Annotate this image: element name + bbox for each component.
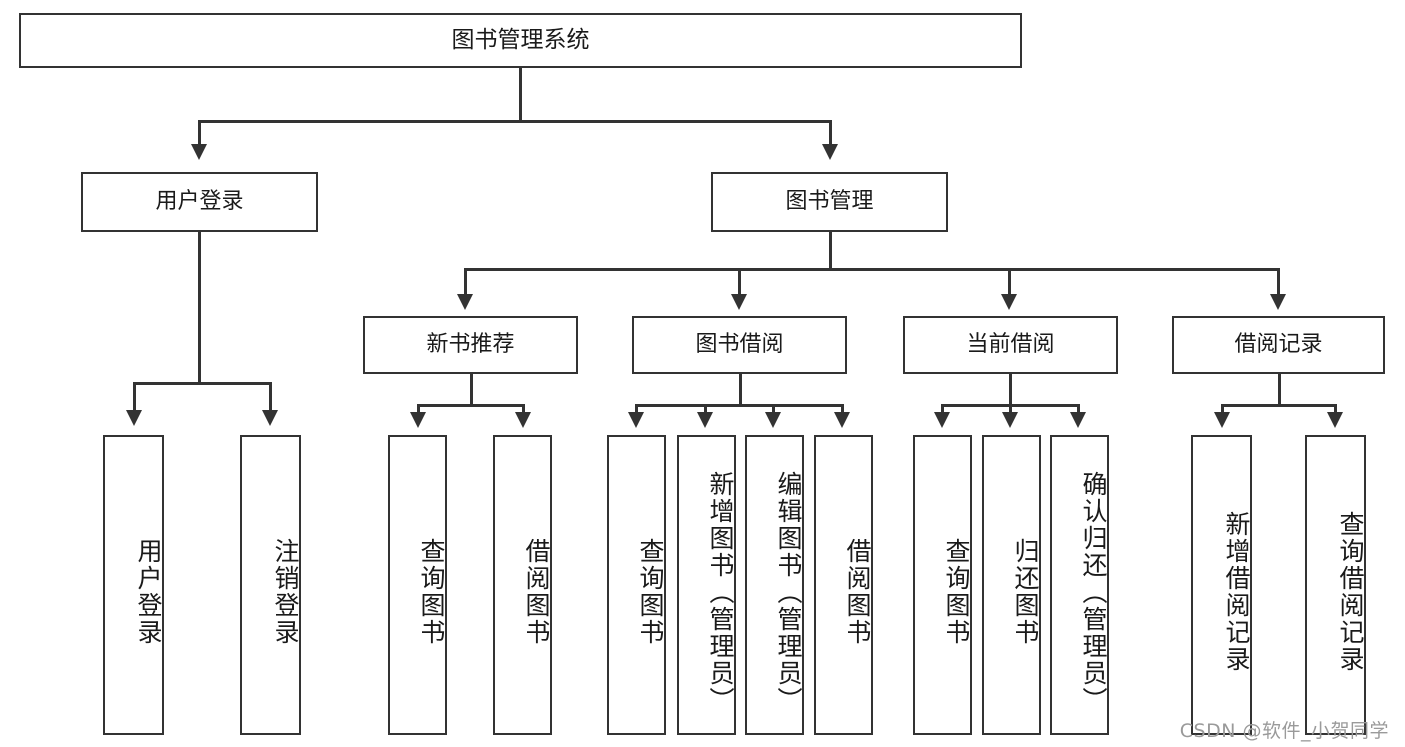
arrow-to-borrow-record [1270, 294, 1286, 310]
node-label: 查询图书 [942, 538, 971, 646]
connector-book-manage-drop-3 [1008, 268, 1011, 296]
arrow-to-new-book-recommend [457, 294, 473, 310]
node-label: 确认归还（管理员） [1079, 470, 1108, 714]
node-label: 新书推荐 [426, 332, 515, 358]
node-label: 新增借阅记录 [1222, 511, 1251, 673]
connector-borrow-record-drop-2 [1334, 404, 1337, 414]
connector-book-borrow-bus [635, 404, 843, 407]
connector-user-login-stem [198, 232, 201, 384]
connector-root-bus [198, 120, 832, 123]
node-root-system[interactable]: 图书管理系统 [19, 13, 1022, 68]
connector-new-book-drop-1 [417, 404, 420, 414]
node-user-login[interactable]: 用户登录 [81, 172, 318, 232]
leaf-add-record[interactable]: 新增借阅记录 [1191, 435, 1252, 735]
arrow-to-leaf-return-book [1002, 412, 1018, 428]
node-label: 用户登录 [155, 189, 244, 215]
connector-current-borrow-stem [1009, 374, 1012, 406]
connector-current-borrow-drop-1 [941, 404, 944, 414]
connector-new-book-bus [417, 404, 525, 407]
connector-current-borrow-drop-2 [1009, 404, 1012, 414]
node-label: 借阅记录 [1234, 332, 1323, 358]
leaf-borrow-book-2[interactable]: 借阅图书 [814, 435, 873, 735]
connector-book-borrow-stem [739, 374, 742, 406]
arrow-to-leaf-logout-login [262, 410, 278, 426]
node-new-book-recommend[interactable]: 新书推荐 [363, 316, 578, 374]
connector-root-to-book-manage [829, 120, 832, 146]
node-label: 查询借阅记录 [1336, 511, 1365, 673]
connector-book-manage-drop-4 [1277, 268, 1280, 296]
node-label: 用户登录 [134, 538, 163, 646]
arrow-to-leaf-query-book-2 [628, 412, 644, 428]
arrow-root-to-book-manage [822, 144, 838, 160]
node-label: 图书管理系统 [451, 27, 590, 54]
connector-user-login-drop-2 [269, 382, 272, 412]
leaf-query-book-1[interactable]: 查询图书 [388, 435, 447, 735]
node-book-manage[interactable]: 图书管理 [711, 172, 948, 232]
connector-root-to-user-login [198, 120, 201, 146]
arrow-to-leaf-edit-book [765, 412, 781, 428]
connector-new-book-drop-2 [522, 404, 525, 414]
connector-book-borrow-drop-2 [704, 404, 707, 414]
node-label: 图书借阅 [695, 332, 784, 358]
connector-book-manage-stem [829, 232, 832, 270]
connector-book-manage-bus [464, 268, 1277, 271]
arrow-to-leaf-confirm-return [1070, 412, 1086, 428]
connector-book-manage-drop-2 [738, 268, 741, 296]
connector-book-borrow-drop-4 [841, 404, 844, 414]
leaf-query-record[interactable]: 查询借阅记录 [1305, 435, 1366, 735]
leaf-return-book[interactable]: 归还图书 [982, 435, 1041, 735]
node-book-borrow[interactable]: 图书借阅 [632, 316, 847, 374]
leaf-query-book-2[interactable]: 查询图书 [607, 435, 666, 735]
node-label: 新增图书（管理员） [706, 470, 735, 714]
arrow-root-to-user-login [191, 144, 207, 160]
node-label: 查询图书 [417, 538, 446, 646]
connector-book-borrow-drop-1 [635, 404, 638, 414]
leaf-confirm-return[interactable]: 确认归还（管理员） [1050, 435, 1109, 735]
connector-current-borrow-drop-3 [1077, 404, 1080, 414]
arrow-to-leaf-borrow-book-2 [834, 412, 850, 428]
connector-book-borrow-drop-3 [772, 404, 775, 414]
connector-book-manage-drop-1 [464, 268, 467, 296]
node-borrow-record[interactable]: 借阅记录 [1172, 316, 1385, 374]
arrow-to-leaf-add-record [1214, 412, 1230, 428]
node-label: 借阅图书 [522, 538, 551, 646]
connector-borrow-record-bus [1221, 404, 1337, 407]
node-label: 当前借阅 [966, 332, 1055, 358]
connector-borrow-record-drop-1 [1221, 404, 1224, 414]
node-label: 查询图书 [636, 538, 665, 646]
connector-root-stem [519, 68, 522, 122]
arrow-to-current-borrow [1001, 294, 1017, 310]
leaf-user-login[interactable]: 用户登录 [103, 435, 164, 735]
arrow-to-leaf-query-book-3 [934, 412, 950, 428]
connector-user-login-drop-1 [133, 382, 136, 412]
arrow-to-leaf-add-book [697, 412, 713, 428]
leaf-logout-login[interactable]: 注销登录 [240, 435, 301, 735]
node-label: 借阅图书 [843, 538, 872, 646]
node-label: 图书管理 [785, 189, 874, 215]
arrow-to-leaf-query-record [1327, 412, 1343, 428]
connector-new-book-stem [470, 374, 473, 406]
leaf-query-book-3[interactable]: 查询图书 [913, 435, 972, 735]
arrow-to-leaf-user-login [126, 410, 142, 426]
leaf-edit-book[interactable]: 编辑图书（管理员） [745, 435, 804, 735]
node-current-borrow[interactable]: 当前借阅 [903, 316, 1118, 374]
arrow-to-leaf-query-book-1 [410, 412, 426, 428]
leaf-borrow-book-1[interactable]: 借阅图书 [493, 435, 552, 735]
node-label: 注销登录 [271, 538, 300, 646]
arrow-to-book-borrow [731, 294, 747, 310]
connector-user-login-bus [133, 382, 272, 385]
leaf-add-book[interactable]: 新增图书（管理员） [677, 435, 736, 735]
connector-borrow-record-stem [1278, 374, 1281, 406]
node-label: 归还图书 [1011, 538, 1040, 646]
arrow-to-leaf-borrow-book-1 [515, 412, 531, 428]
node-label: 编辑图书（管理员） [774, 470, 803, 714]
